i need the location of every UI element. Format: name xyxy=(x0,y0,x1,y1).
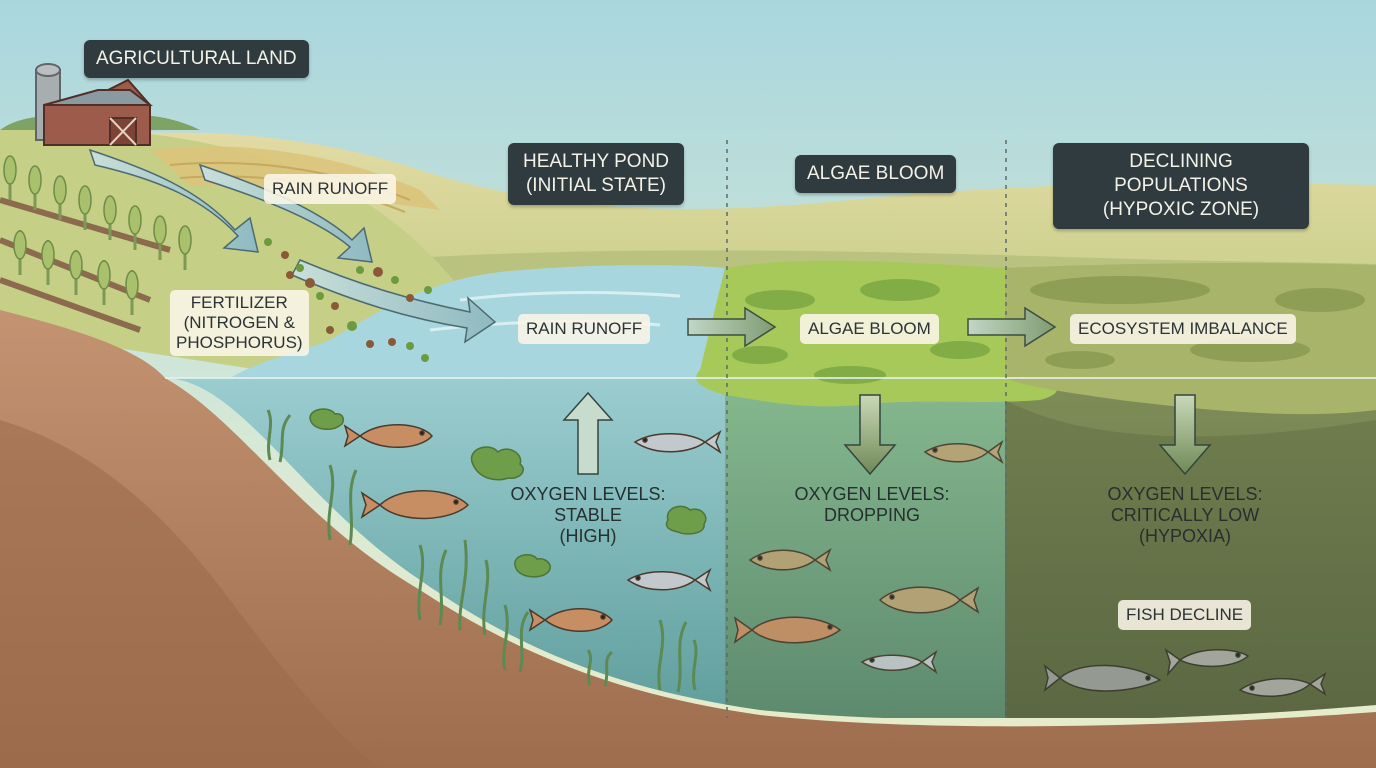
oxygen-critical-note: OXYGEN LEVELS: CRITICALLY LOW (HYPOXIA) xyxy=(1107,484,1263,546)
fish-stressed xyxy=(733,439,1004,675)
oxygen-dropping-note: OXYGEN LEVELS: DROPPING xyxy=(794,484,950,525)
label-declining-populations: DECLINING POPULATIONS (HYPOXIC ZONE) xyxy=(1053,143,1309,229)
tag-fertilizer: FERTILIZER (NITROGEN & PHOSPHORUS) xyxy=(170,290,309,356)
runoff-arrow-1 xyxy=(88,148,259,253)
tag-rain-runoff-land: RAIN RUNOFF xyxy=(264,174,397,204)
label-algae-bloom: ALGAE BLOOM xyxy=(795,155,957,193)
barn xyxy=(0,63,200,146)
flow-arrow-2 xyxy=(967,306,1057,348)
runoff-arrow-3 xyxy=(290,259,497,344)
label-healthy-pond: HEALTHY POND (INITIAL STATE) xyxy=(508,143,684,205)
algae-clumps xyxy=(309,408,707,578)
tag-rain-runoff-flow: RAIN RUNOFF xyxy=(518,314,651,344)
tag-ecosystem-imbalance: ECOSYSTEM IMBALANCE xyxy=(1070,314,1296,344)
flow-arrow-1 xyxy=(687,306,777,348)
label-agricultural-land: AGRICULTURAL LAND xyxy=(84,40,309,78)
oxygen-down-arrow-2 xyxy=(1158,394,1212,476)
oxygen-down-arrow-1 xyxy=(843,394,897,476)
fish-declining xyxy=(1043,648,1327,697)
tag-algae-bloom-flow: ALGAE BLOOM xyxy=(800,314,939,344)
aquatic-plants xyxy=(266,409,698,693)
fertilizer-pellets xyxy=(264,238,432,362)
tag-fish-decline: FISH DECLINE xyxy=(1118,600,1252,630)
soil xyxy=(0,310,1376,768)
fish-healthy xyxy=(343,424,722,632)
oxygen-up-arrow xyxy=(562,391,614,475)
runoff-arrow-2 xyxy=(198,163,373,263)
oxygen-stable-note: OXYGEN LEVELS: STABLE (HIGH) xyxy=(510,484,666,546)
